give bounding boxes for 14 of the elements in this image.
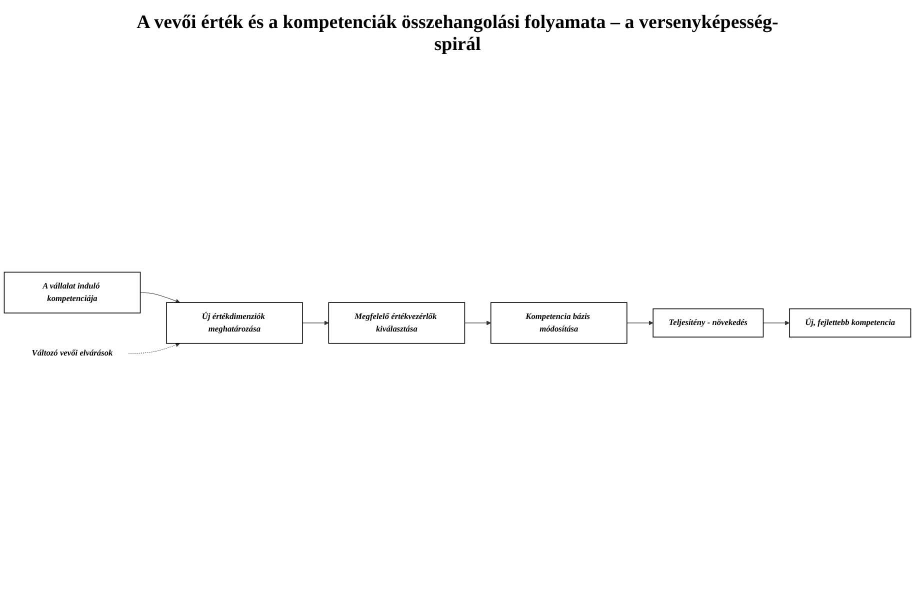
node-text: Változó vevői elvárások [32,348,113,358]
node-box: A vállalat induló kompetenciája [4,272,141,314]
arrow [128,342,180,354]
node-box: Új, fejlettebb kompetencia [789,308,912,338]
node-box: Teljesítény - növekedés [652,308,764,338]
arrow [302,320,329,326]
arrow [464,320,492,326]
arrow [626,320,654,326]
arrow [140,292,180,304]
diagram-title: A vevői érték és a kompetenciák összehangolási folyamata – a versenyképesség-spirál [136,12,780,56]
node-box: Megfelelő értékvezérlők kiválasztása [328,302,466,344]
arrow [762,320,790,326]
node-box: Kompetencia bázis módosítása [490,302,628,344]
node-box: Új értékdimenziók meghatározása [166,302,303,344]
